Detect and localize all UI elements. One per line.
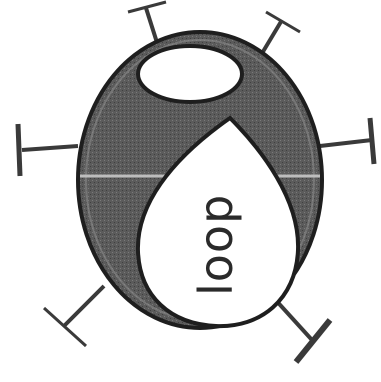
spoke-bottom-left — [44, 286, 104, 346]
spoke-bottom-right — [272, 296, 330, 362]
loop-label: loop — [189, 194, 243, 296]
spoke-left — [18, 124, 78, 176]
top-opening — [138, 46, 242, 102]
spoke-right — [320, 118, 374, 164]
